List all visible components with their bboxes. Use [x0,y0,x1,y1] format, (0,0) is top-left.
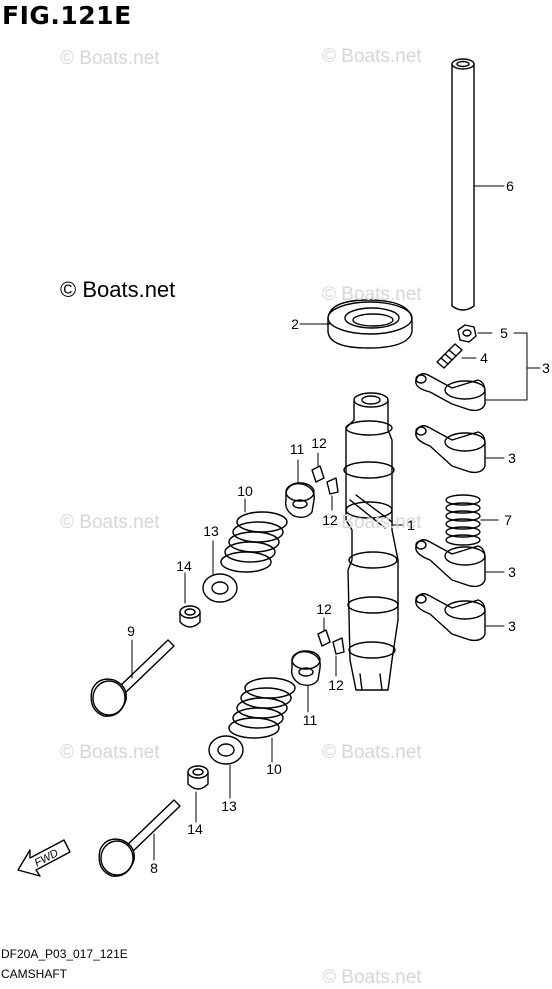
callout-12: 12 [316,601,332,617]
spring-part-7 [445,494,481,546]
callout-3: 3 [542,360,550,376]
valve-spring-part-10-lower [228,677,296,739]
callout-13: 13 [203,523,219,539]
diagram-subtitle: CAMSHAFT [1,967,67,981]
callout-13: 13 [221,798,237,814]
fwd-label: FWD [33,847,61,869]
retainer-part-11-lower [290,650,321,687]
oil-seal-part-2 [327,299,413,349]
callout-5: 5 [500,325,508,341]
callout-12: 12 [322,512,338,528]
washer-part-13-lower [208,735,244,765]
callout-8: 8 [150,860,158,876]
callout-14: 14 [187,821,203,837]
callout-12: 12 [311,435,327,451]
diagram-code: DF20A_P03_017_121E [1,947,128,961]
tube-part-6 [451,58,475,311]
callout-9: 9 [127,623,135,639]
watermark: © Boats.net [322,46,422,67]
copyright-notice: © Boats.net [60,277,176,302]
retainer-part-11-upper [284,482,315,519]
watermark: © Boats.net [322,284,422,305]
valve-spring-part-10-upper [220,511,288,573]
cotter-part-12-upper [311,465,339,495]
rocker-arm-1 [415,373,486,412]
watermark: © Boats.net [60,742,160,763]
nut-part-5 [457,324,477,343]
valve-seal-part-14-lower [187,765,209,790]
valve-seal-part-14-upper [179,605,201,628]
callout-14: 14 [176,558,192,574]
callout-7: 7 [504,512,512,528]
callout-3: 3 [508,564,516,580]
camshaft-part-1 [343,392,399,691]
leader-lines [131,185,541,861]
rocker-arm-3 [415,539,486,588]
callout-10: 10 [266,761,282,777]
callout-4: 4 [480,350,488,366]
callout-2: 2 [291,316,299,332]
callout-11: 11 [289,441,305,457]
watermark: © Boats.net [322,742,422,763]
callout-12: 12 [328,677,344,693]
valve-part-9 [90,639,175,717]
cotter-part-12-lower [317,629,345,655]
washer-part-13-upper [202,573,238,603]
rocker-arm-2 [415,425,486,474]
valve-part-8 [98,799,181,877]
callout-3: 3 [508,618,516,634]
rocker-arm-4 [415,593,486,642]
callout-3: 3 [508,450,516,466]
callout-10: 10 [237,483,253,499]
watermark: © Boats.net [322,967,422,988]
callout-6: 6 [506,178,514,194]
callout-1: 1 [407,517,415,533]
watermark: © Boats.net [60,512,160,533]
watermark: © Boats.net [322,512,422,533]
adjust-screw-part-4 [436,343,463,369]
figure-title: FIG.121E [2,1,132,30]
fwd-arrow-icon [17,839,71,877]
watermark: © Boats.net [60,48,160,69]
callout-11: 11 [302,712,318,728]
